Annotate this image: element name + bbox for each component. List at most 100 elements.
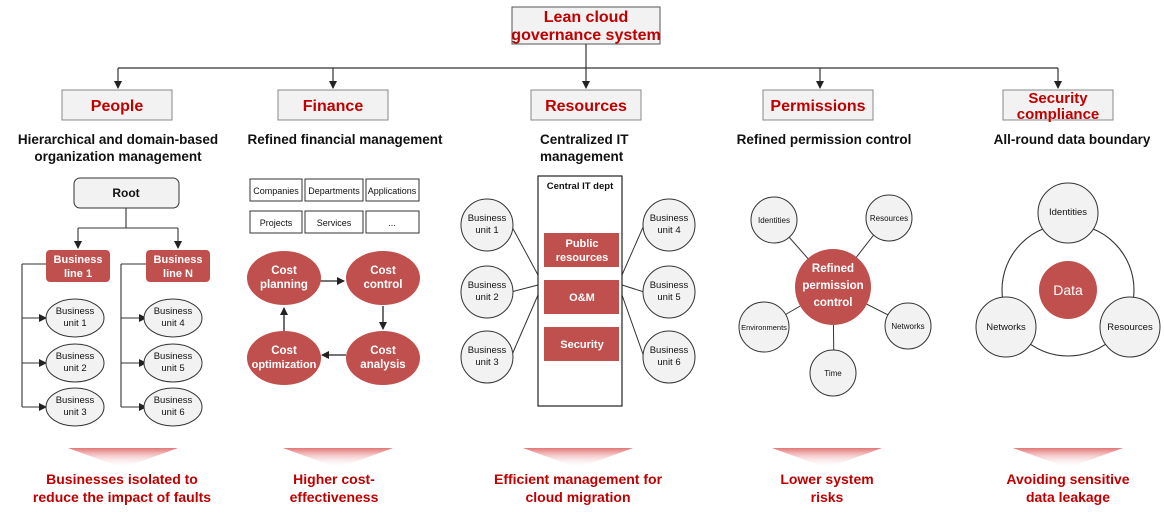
header-people: People (61, 89, 173, 121)
tag-box-services (304, 210, 364, 234)
root-title-line1: Lean cloud (544, 9, 628, 26)
header-security-label-line1: Security (1028, 90, 1088, 107)
om-box (544, 280, 619, 314)
cost-analysis-node (346, 331, 420, 385)
res-unit-3 (460, 330, 514, 384)
header-resources-label: Resources (545, 98, 627, 115)
subtitle-security: All-round data boundary (994, 132, 1151, 147)
subtitle-resources-line1: Centralized IT (540, 132, 629, 147)
cost-control-l2: control (364, 279, 403, 291)
public-resources-l2: resources (556, 252, 609, 264)
tag-companies: Companies (253, 186, 299, 196)
public-resources-box (544, 233, 619, 267)
refined-permission-control-node (795, 249, 871, 325)
header-security: Security compliance (1002, 89, 1114, 123)
result-chevrons (68, 448, 1123, 468)
tag-departments: Departments (308, 186, 360, 196)
cost-planning-node (247, 251, 321, 305)
perm-node-networks (884, 302, 932, 350)
cost-planning-l2: planning (260, 279, 308, 291)
people-unit-4-l2: unit 4 (161, 318, 184, 329)
perm-node-identities (750, 196, 798, 244)
chevron-down-icon (1013, 448, 1123, 468)
subtitle-permissions: Refined permission control (737, 132, 912, 147)
res-unit-5-l2: unit 5 (657, 292, 680, 303)
header-finance: Finance (277, 89, 389, 121)
perm-node-resources (865, 194, 913, 242)
perm-node-time-label: Time (824, 369, 842, 378)
header-resources: Resources (530, 89, 642, 121)
data-center-node (1039, 261, 1097, 319)
tag-applications: Applications (368, 186, 417, 196)
tag-box-projects (249, 210, 303, 234)
chevron-down-icon (283, 448, 393, 468)
res-unit-1 (460, 198, 514, 252)
central-it-dept-label: Central IT dept (547, 181, 614, 192)
cost-analysis-l2: analysis (360, 359, 405, 371)
chevron-down-icon (68, 448, 178, 468)
res-unit-1-l1: Business (468, 213, 507, 224)
perm-node-resources-label: Resources (870, 214, 908, 223)
header-finance-label: Finance (303, 98, 364, 115)
business-line-n-box (146, 250, 210, 282)
res-unit-6-l1: Business (650, 345, 689, 356)
perm-node-networks-label: Networks (891, 322, 924, 331)
security-label: Security (560, 339, 604, 351)
res-unit-4 (642, 198, 696, 252)
header-security-label-line2: compliance (1017, 106, 1100, 123)
security-diagram: Data Identities Networks Resources (975, 182, 1161, 358)
result-finance-l2: effectiveness (290, 489, 379, 505)
result-people-l1: Businesses isolated to (46, 471, 198, 487)
people-unit-3-l1: Business (56, 395, 95, 406)
chevron-down-icon (772, 448, 882, 468)
result-resources-l2: cloud migration (526, 489, 631, 505)
people-unit-1-l1: Business (56, 306, 95, 317)
business-line-1-label-line1: Business (54, 254, 103, 266)
res-unit-4-l2: unit 4 (657, 225, 680, 236)
cost-control-l1: Cost (370, 265, 396, 277)
res-unit-2-l2: unit 2 (475, 292, 498, 303)
business-line-1-box (46, 250, 110, 282)
res-unit-6 (642, 330, 696, 384)
res-unit-3-l2: unit 3 (475, 357, 498, 368)
people-unit-1 (45, 298, 105, 338)
finance-cycle: Cost planning Cost control Cost analysis… (247, 251, 420, 385)
subtitle-people-line2: organization management (34, 149, 202, 164)
subtitle-resources-line2: management (540, 149, 624, 164)
result-permissions-l2: risks (811, 489, 844, 505)
root-connectors (114, 44, 1062, 89)
sec-node-networks-label: Networks (986, 322, 1026, 333)
res-unit-4-l1: Business (650, 213, 689, 224)
security-box (544, 327, 619, 361)
business-line-1-label-line2: line 1 (64, 268, 92, 280)
business-line-n-label-line1: Business (154, 254, 203, 266)
people-unit-5-l1: Business (154, 351, 193, 362)
tag-box-applications (365, 178, 420, 202)
people-unit-5 (143, 343, 203, 383)
finance-tags: Companies Departments Applications Proje… (249, 178, 420, 234)
tag-projects: Projects (260, 218, 293, 228)
subtitle-finance: Refined financial management (247, 132, 443, 147)
sec-node-identities-label: Identities (1049, 207, 1087, 218)
perm-node-environments (738, 301, 790, 353)
tag-box-companies (249, 178, 303, 202)
people-unit-2-l1: Business (56, 351, 95, 362)
tag-box-departments (304, 178, 364, 202)
tag-more: ... (388, 218, 396, 228)
people-unit-4-l1: Business (154, 306, 193, 317)
cost-control-node (346, 251, 420, 305)
people-unit-6 (143, 387, 203, 427)
tag-services: Services (317, 218, 352, 228)
result-security-l2: data leakage (1026, 489, 1110, 505)
people-hierarchy: Root Business line 1 Business line N (21, 177, 210, 427)
people-root-label: Root (112, 186, 139, 200)
people-unit-5-l2: unit 5 (161, 363, 184, 374)
sec-node-resources (1099, 296, 1161, 358)
permissions-diagram: Refined permission control Identities Re… (738, 194, 932, 397)
cost-planning-l1: Cost (271, 265, 297, 277)
public-resources-l1: Public (565, 238, 598, 250)
tag-box-more (365, 210, 420, 234)
result-resources-l1: Efficient management for (494, 471, 663, 487)
result-security-l1: Avoiding sensitive (1006, 471, 1129, 487)
